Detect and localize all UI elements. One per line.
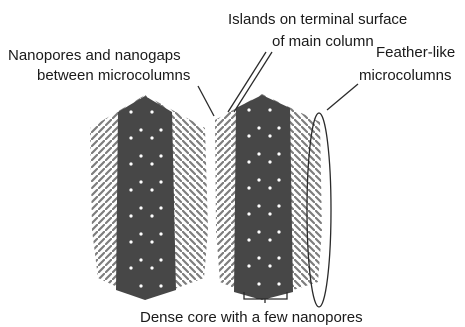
nanopore-dot (129, 162, 132, 165)
right-column-core (234, 95, 293, 300)
nanopore-dot (139, 284, 142, 287)
nanopore-dot (257, 178, 260, 181)
nanopore-dot (277, 256, 280, 259)
nanopore-dot (268, 134, 271, 137)
nanopore-dot (139, 258, 142, 261)
nanopore-dot (150, 136, 153, 139)
nanopore-dot (159, 154, 162, 157)
nanopore-dot (159, 180, 162, 183)
nanopore-dot (139, 232, 142, 235)
nanopore-dot (277, 126, 280, 129)
nanopore-dot (277, 178, 280, 181)
nanopore-dot (159, 206, 162, 209)
nanopore-dot (247, 108, 250, 111)
nanopore-dot (268, 108, 271, 111)
nanopores-label-line1: Nanopores and nanogaps (8, 47, 181, 64)
nanopore-dot (159, 258, 162, 261)
nanopore-dot (268, 264, 271, 267)
nanopore-dot (139, 154, 142, 157)
nanopore-dot (150, 188, 153, 191)
nanopore-dot (257, 282, 260, 285)
nanopore-dot (277, 204, 280, 207)
nanopore-dot (247, 186, 250, 189)
nanopore-dot (247, 134, 250, 137)
nanopore-dot (277, 282, 280, 285)
nanopore-dot (129, 110, 132, 113)
nanopore-dot (150, 162, 153, 165)
nanopore-dot (257, 256, 260, 259)
nanopore-dot (159, 232, 162, 235)
nanopore-dot (139, 206, 142, 209)
feather-label-line1: Feather-like (376, 44, 455, 61)
nanopore-dot (257, 204, 260, 207)
nanopore-dot (139, 128, 142, 131)
nanopore-dot (129, 214, 132, 217)
islands-label-line2: of main column (272, 33, 374, 50)
feather-pointer-line (327, 84, 358, 110)
nanopore-dot (129, 240, 132, 243)
nanopore-dot (139, 180, 142, 183)
nanopore-dot (268, 186, 271, 189)
nanopore-dot (247, 160, 250, 163)
nanopore-dot (129, 266, 132, 269)
nanopore-dot (129, 136, 132, 139)
nanopore-dot (268, 160, 271, 163)
nanopore-dot (150, 110, 153, 113)
nanopore-dot (268, 238, 271, 241)
feather-label-line2: microcolumns (359, 67, 452, 84)
nanopores-label-line2: between microcolumns (37, 67, 190, 84)
right-column (215, 94, 322, 300)
nanopore-dot (247, 212, 250, 215)
nanopore-dot (257, 126, 260, 129)
nanopore-dot (277, 152, 280, 155)
nanopore-dot (277, 230, 280, 233)
nanopore-dot (247, 238, 250, 241)
nanopore-dot (257, 230, 260, 233)
left-column-core (116, 96, 176, 300)
nanopore-dot (150, 214, 153, 217)
nanopore-dot (159, 128, 162, 131)
nanopores-pointer-line (198, 86, 214, 116)
nanopore-dot (257, 152, 260, 155)
nanopore-dot (247, 264, 250, 267)
nanopore-dot (129, 188, 132, 191)
islands-label-line1: Islands on terminal surface (228, 11, 407, 28)
nanopore-dot (150, 266, 153, 269)
nanopore-dot (159, 284, 162, 287)
nanopore-dot (150, 240, 153, 243)
dense-core-label: Dense core with a few nanopores (140, 309, 363, 326)
nanopore-dot (268, 212, 271, 215)
left-column (90, 95, 208, 300)
